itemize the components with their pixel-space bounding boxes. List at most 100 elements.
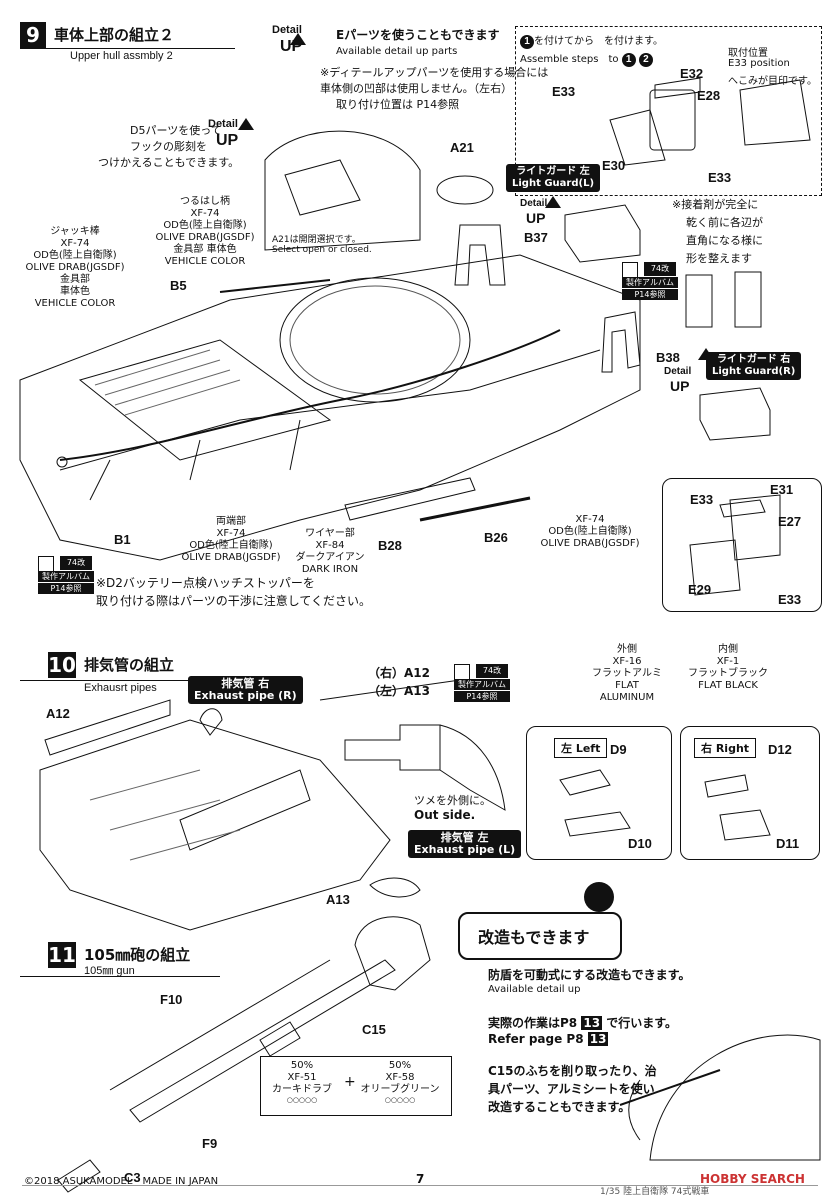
paint-outer: 外側 XF-16 フラットアルミ FLAT ALUMINUM bbox=[592, 644, 662, 703]
hatch-a21 bbox=[436, 175, 494, 205]
part-e28: E28 bbox=[697, 88, 721, 103]
footer-copyright: ©2018 ASUKAMODEL MADE IN JAPAN bbox=[24, 1176, 219, 1187]
part-e32: E32 bbox=[680, 66, 704, 81]
glue-note-3: 直角になる様に bbox=[686, 234, 763, 247]
paint-tsuruhashi: つるはし柄 XF-74 OD色(陸上自衛隊) OLIVE DRAB(JGSDF)… bbox=[155, 196, 255, 267]
d5-note-3: つけかえることもできます。 bbox=[98, 156, 240, 169]
paint-b26: XF-74 OD色(陸上自衛隊) OLIVE DRAB(JGSDF) bbox=[540, 514, 640, 549]
right-a12-label: （右）A12 bbox=[368, 666, 430, 680]
part-d11: D11 bbox=[776, 836, 800, 851]
e33-position-jp: 取付位置 bbox=[728, 48, 768, 59]
muzzle-c3 bbox=[57, 1159, 101, 1193]
modify-line4: C15のふちを削り取ったり、治 bbox=[488, 1064, 657, 1078]
part-e33: E33 bbox=[708, 170, 732, 185]
engine-grille bbox=[78, 339, 332, 461]
exhaust-a13 bbox=[179, 769, 311, 851]
part-e29: E29 bbox=[688, 582, 712, 597]
detail-warning-3: 取り付け位置は P14参照 bbox=[336, 98, 460, 111]
glue-note-2: 乾く前に各辺が bbox=[686, 216, 763, 229]
modify-banner bbox=[458, 912, 622, 960]
part-e33: E33 bbox=[552, 84, 576, 99]
tab-note-en: Out side. bbox=[414, 808, 476, 822]
battery-note-1: ※D2バッテリー点検ハッチストッパーを bbox=[96, 576, 315, 590]
part-b26: B26 bbox=[484, 530, 508, 545]
detail-warning-1: ※ディテールアップパーツを使用する場合には bbox=[320, 66, 549, 79]
detail-warning-2: 車体側の凹部は使用しません。（左右） bbox=[320, 82, 513, 95]
modify-line6: 改造することもできます。 bbox=[488, 1100, 631, 1114]
part-e31: E31 bbox=[770, 482, 794, 497]
light-guard-b38 bbox=[601, 311, 641, 373]
paint-jack: ジャッキ棒 XF-74 OD色(陸上自衛隊) OLIVE DRAB(JGSDF)… bbox=[25, 226, 125, 309]
exhaust-a12 bbox=[44, 699, 171, 756]
light-guard-left-label: ライトガード 左 Light Guard(L) bbox=[506, 164, 601, 192]
e-parts-panel bbox=[662, 478, 822, 612]
light-guard-b37 bbox=[454, 224, 506, 286]
part-e30: E30 bbox=[602, 158, 626, 173]
modify-line5: 具パーツ、アルミシートを使い bbox=[488, 1082, 655, 1096]
left-box-label: 左 Left bbox=[554, 738, 608, 758]
mix-paint-box bbox=[260, 1056, 452, 1116]
modify-line3: Refer page P8 13 bbox=[488, 1032, 609, 1046]
mix-paint-2: 50% XF-58 オリーブグリーン ○○○○○ bbox=[360, 1060, 440, 1104]
right-pipe-box bbox=[680, 726, 820, 860]
mantlet-c15 bbox=[354, 916, 431, 991]
paint-ends: 両端部 XF-74 OD色(陸上自衛隊) OLIVE DRAB(JGSDF) bbox=[181, 516, 281, 563]
tool-bar-b28 bbox=[344, 477, 476, 521]
skull-icon bbox=[584, 882, 614, 912]
left-a13-label: （左）A13 bbox=[368, 684, 430, 698]
step-title: 排気管の組立 bbox=[84, 656, 175, 674]
tab-note-jp: ツメを外側に。 bbox=[414, 794, 491, 807]
part-a21: A21 bbox=[450, 140, 474, 155]
modify-line2: 実際の作業はP8 13 で行います。 bbox=[488, 1016, 678, 1030]
part-a13: A13 bbox=[326, 892, 350, 907]
rear-deck bbox=[39, 719, 391, 931]
detail-up-badge: Detail UP bbox=[272, 24, 303, 55]
mix-paint-1: 50% XF-51 カーキドラブ ○○○○○ bbox=[272, 1060, 332, 1104]
gun-barrel bbox=[129, 959, 396, 1123]
part-b38: B38 bbox=[656, 350, 680, 365]
step-title: 車体上部の組立２ bbox=[54, 26, 175, 44]
d5-note-1: D5パーツを使って bbox=[130, 124, 222, 137]
step-number: 10 bbox=[48, 652, 76, 678]
reference-tag: 74改 製作アルバム P14参照 bbox=[38, 556, 94, 606]
part-a12: A12 bbox=[46, 706, 70, 721]
plus-sign: + bbox=[344, 1074, 356, 1090]
reference-tag: 74改 製作アルバム P14参照 bbox=[622, 262, 678, 312]
step-subtitle: Upper hull assmbly 2 bbox=[70, 50, 173, 62]
assembly-box bbox=[515, 26, 822, 196]
detail-up-badge-4: Detail UP bbox=[664, 366, 692, 394]
d5-note-2: フックの彫刻を bbox=[130, 140, 207, 153]
detail-note-en: Available detail up parts bbox=[336, 46, 458, 57]
upper-hull-outline bbox=[19, 254, 641, 561]
paint-inner: 内側 XF-1 フラットブラック FLAT BLACK bbox=[688, 644, 768, 691]
battery-note-2: 取り付ける際はパーツの干渉に注意してください。 bbox=[96, 594, 372, 608]
hatch-inset bbox=[264, 130, 421, 251]
series-title: 1/35 陸上自衛隊 74式戦車 bbox=[600, 1187, 710, 1197]
part-b28: B28 bbox=[378, 538, 402, 553]
turret-ring bbox=[279, 277, 471, 403]
modify-line1-jp: 防盾を可動式にする改造もできます。 bbox=[488, 968, 691, 982]
page-number: 7 bbox=[416, 1172, 425, 1186]
detail-up-badge-3: Detail UP bbox=[520, 198, 548, 226]
part-e33: E33 bbox=[690, 492, 714, 507]
step-subtitle: 105㎜ gun bbox=[84, 965, 135, 977]
assemble-steps-en: Assemble steps to 1 2 bbox=[520, 50, 653, 67]
glue-note-1: ※接着剤が完全に bbox=[672, 198, 759, 211]
part-d9: D9 bbox=[610, 742, 627, 757]
part-e33: E33 bbox=[778, 592, 802, 607]
part-f10: F10 bbox=[160, 992, 183, 1007]
modify-banner-text: 改造もできます bbox=[478, 928, 590, 947]
right-box-label: 右 Right bbox=[694, 738, 757, 758]
watermark: HOBBY SEARCH bbox=[700, 1172, 805, 1186]
part-c15: C15 bbox=[362, 1022, 386, 1037]
modify-line1-en: Available detail up bbox=[488, 984, 581, 995]
paint-wire: ワイヤー部 XF-84 ダークアイアン DARK IRON bbox=[295, 528, 365, 575]
exhaust-right-label: 排気管 右 Exhaust pipe (R) bbox=[188, 676, 303, 704]
step-number: 11 bbox=[48, 942, 76, 968]
part-c3: C3 bbox=[124, 1170, 141, 1185]
part-d12: D12 bbox=[768, 742, 792, 757]
part-b5: B5 bbox=[170, 278, 187, 293]
part-d10: D10 bbox=[628, 836, 652, 851]
tow-cable bbox=[59, 329, 561, 461]
